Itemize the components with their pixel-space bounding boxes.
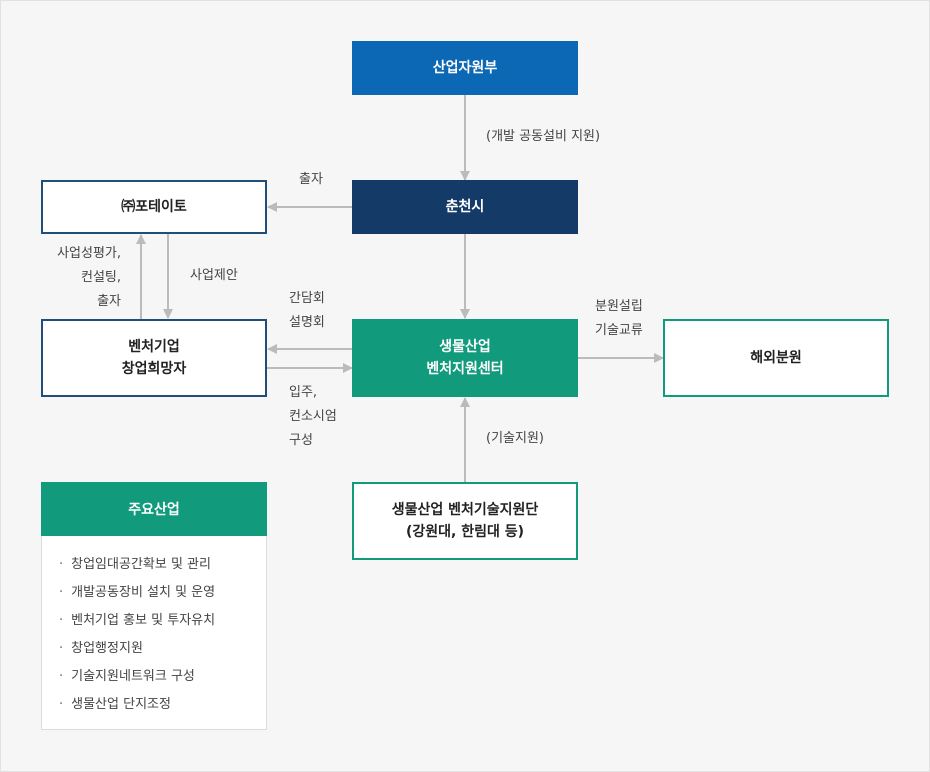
main-industry-list: · 창업임대공간확보 및 관리 · 개발공동장비 설치 및 운영 · 벤처기업 홍보 … [41,536,267,730]
node-ministry-label: 산업자원부 [432,60,498,76]
node-tech-label-line2: (강원대, 한림대 등) [405,524,525,540]
node-tech-support-team: 생물산업 벤처기술지원단 (강원대, 한림대 등) [352,482,578,560]
industry-item-label: 창업행정지원 [71,641,143,656]
node-startup-label-line2: 창업희망자 [121,361,187,377]
node-city: 춘천시 [352,180,578,234]
label-center-to-overseas-line2: 기술교류 [595,323,643,338]
bullet-icon: · [59,557,64,572]
label-center-to-startup-line2: 설명회 [289,315,325,330]
label-tech-to-center: (기술지원) [486,431,544,446]
node-center-label-line2: 벤처지원센터 [426,361,504,377]
bullet-icon: · [59,697,64,712]
bullet-icon: · [59,613,64,628]
main-industry-title: 주요산업 [41,482,267,536]
node-center-label-line1: 생물산업 [439,339,491,355]
node-ministry: 산업자원부 [352,41,578,95]
node-tech-label-line1: 생물산업 벤처기술지원단 [391,502,539,518]
list-item: · 벤처기업 홍보 및 투자유치 [42,607,266,635]
list-item: · 생물산업 단지조정 [42,691,266,719]
industry-item-label: 개발공동장비 설치 및 운영 [71,585,216,600]
node-startup-label-line1: 벤처기업 [128,339,180,355]
node-overseas: 해외분원 [663,319,889,397]
list-item: · 개발공동장비 설치 및 운영 [42,579,266,607]
label-center-to-startup-line1: 간담회 [289,291,325,306]
label-startup-to-center: 입주, 컨소시엄 구성 [289,381,337,453]
label-startup-to-center-line3: 구성 [289,433,313,448]
list-item: · 창업행정지원 [42,635,266,663]
node-city-label: 춘천시 [445,199,485,215]
industry-item-label: 창업임대공간확보 및 관리 [71,557,211,572]
label-startup-to-center-line1: 입주, [289,385,318,400]
node-venture-center: 생물산업 벤처지원센터 [352,319,578,397]
label-center-to-overseas-line1: 분원설립 [595,299,643,314]
industry-item-label: 생물산업 단지조정 [71,697,171,712]
industry-item-label: 벤처기업 홍보 및 투자유치 [71,613,216,628]
label-startup-to-center-line2: 컨소시엄 [289,409,337,424]
label-startup-to-company-line2: 컨설팅, [80,270,121,285]
bullet-icon: · [59,669,64,684]
label-center-to-overseas: 분원설립 기술교류 [595,295,643,343]
label-city-to-company: 출자 [299,172,323,187]
industry-item-label: 기술지원네트워크 구성 [71,669,195,684]
label-startup-to-company-line3: 출자 [97,294,121,309]
node-company-label: ㈜포테이토 [121,199,187,215]
list-item: · 창업임대공간확보 및 관리 [42,551,266,579]
label-company-to-startup: 사업제안 [190,268,238,283]
list-item: · 기술지원네트워크 구성 [42,663,266,691]
bullet-icon: · [59,641,64,656]
label-startup-to-company-line1: 사업성평가, [57,246,121,261]
label-ministry-to-city: (개발 공동설비 지원) [486,129,601,144]
label-startup-to-company: 사업성평가, 컨설팅, 출자 [37,242,121,314]
bullet-icon: · [59,585,64,600]
node-company: ㈜포테이토 [41,180,267,234]
node-startup: 벤처기업 창업희망자 [41,319,267,397]
main-industry-panel: 주요산업 · 창업임대공간확보 및 관리 · 개발공동장비 설치 및 운영 · 벤처기… [41,482,267,730]
node-overseas-label: 해외분원 [750,350,802,366]
label-center-to-startup: 간담회 설명회 [289,287,325,335]
